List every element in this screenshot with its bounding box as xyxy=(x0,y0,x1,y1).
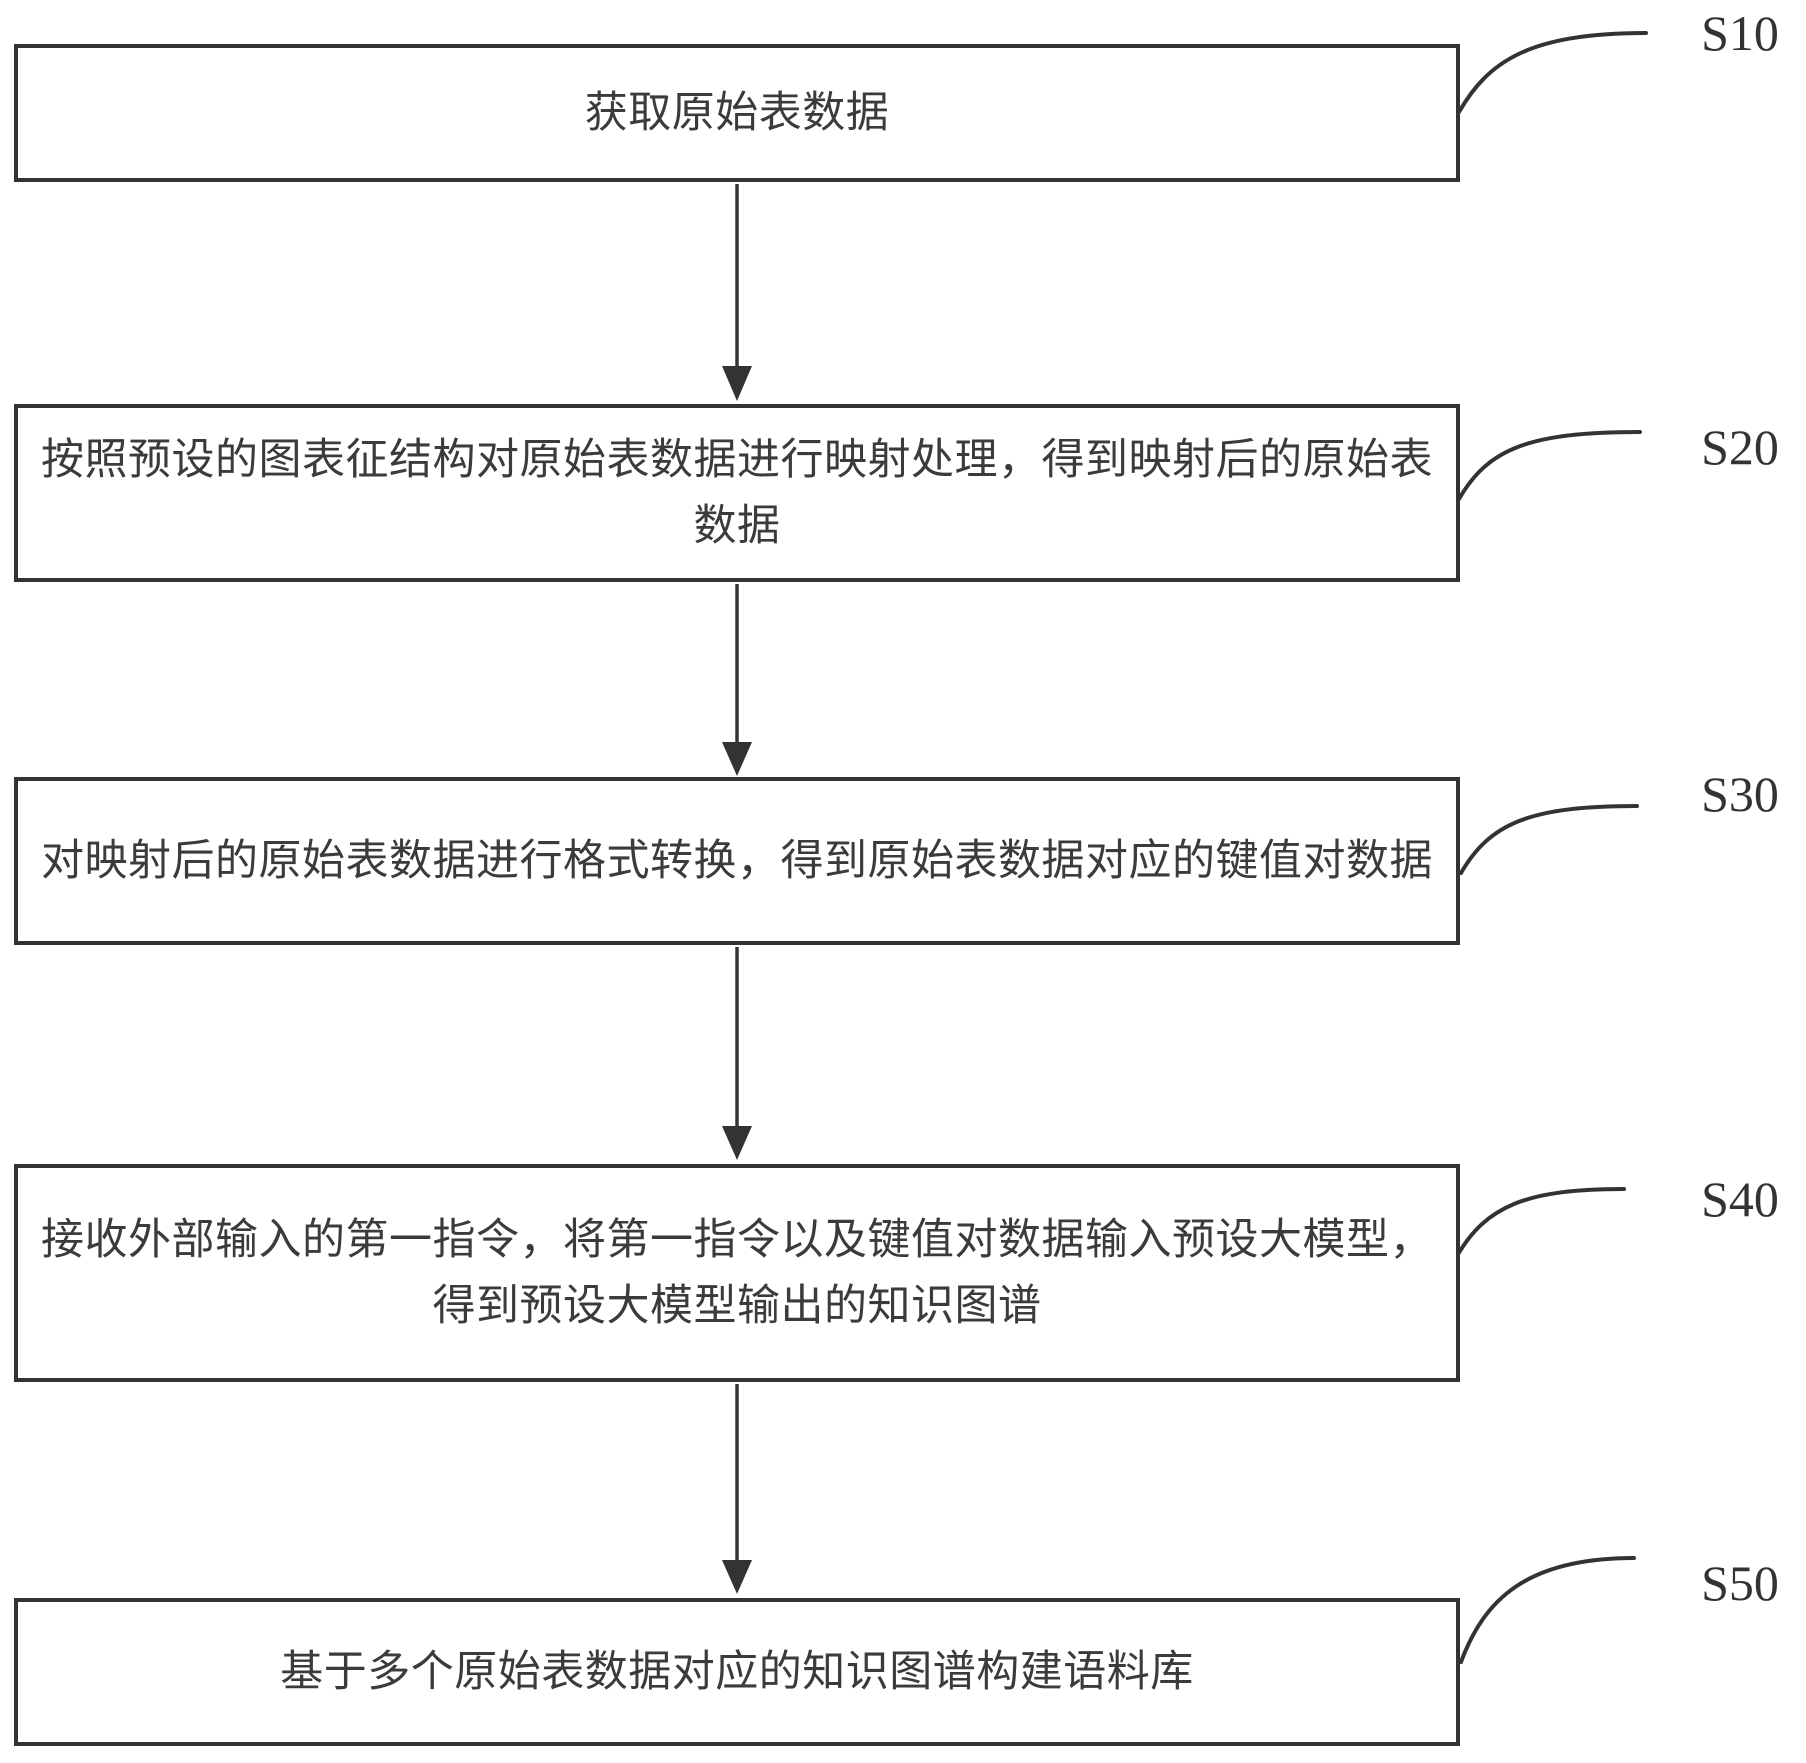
step-label-s50: S50 xyxy=(1701,1555,1779,1611)
step-label-s10: S10 xyxy=(1701,5,1779,61)
step-box-s20: 按照预设的图表征结构对原始表数据进行映射处理，得到映射后的原始表 数据 xyxy=(14,404,1460,582)
step-label-s40: S40 xyxy=(1701,1171,1779,1227)
label-connector-s10 xyxy=(1457,31,1648,114)
step-box-s40: 接收外部输入的第一指令，将第一指令以及键值对数据输入预设大模型， 得到预设大模型… xyxy=(14,1164,1460,1382)
step-box-s10: 获取原始表数据 xyxy=(14,44,1460,182)
step-text-line: 按照预设的图表征结构对原始表数据进行映射处理，得到映射后的原始表 xyxy=(41,436,1433,484)
step-text-line: 得到预设大模型输出的知识图谱 xyxy=(432,1282,1042,1330)
step-label-s30: S30 xyxy=(1701,766,1779,822)
label-connector-s40 xyxy=(1455,1187,1626,1258)
label-connector-s20 xyxy=(1457,430,1642,501)
step-label-s20: S20 xyxy=(1701,419,1779,475)
step-text-line: 基于多个原始表数据对应的知识图谱构建语料库 xyxy=(280,1648,1194,1696)
step-text-line: 获取原始表数据 xyxy=(584,89,890,137)
step-box-s50: 基于多个原始表数据对应的知识图谱构建语料库 xyxy=(14,1598,1460,1746)
step-box-s30: 对映射后的原始表数据进行格式转换，得到原始表数据对应的键值对数据 xyxy=(14,777,1460,945)
flow-arrow-4 xyxy=(722,1384,752,1594)
label-connector-s30 xyxy=(1459,804,1639,875)
flow-arrow-3 xyxy=(722,947,752,1160)
step-text-line: 接收外部输入的第一指令，将第一指令以及键值对数据输入预设大模型， xyxy=(41,1216,1433,1264)
flow-arrow-2 xyxy=(722,584,752,776)
step-text-line: 对映射后的原始表数据进行格式转换，得到原始表数据对应的键值对数据 xyxy=(41,837,1433,885)
step-text-line: 数据 xyxy=(693,502,781,550)
label-connector-s50 xyxy=(1459,1556,1636,1664)
flow-arrow-1 xyxy=(722,184,752,401)
